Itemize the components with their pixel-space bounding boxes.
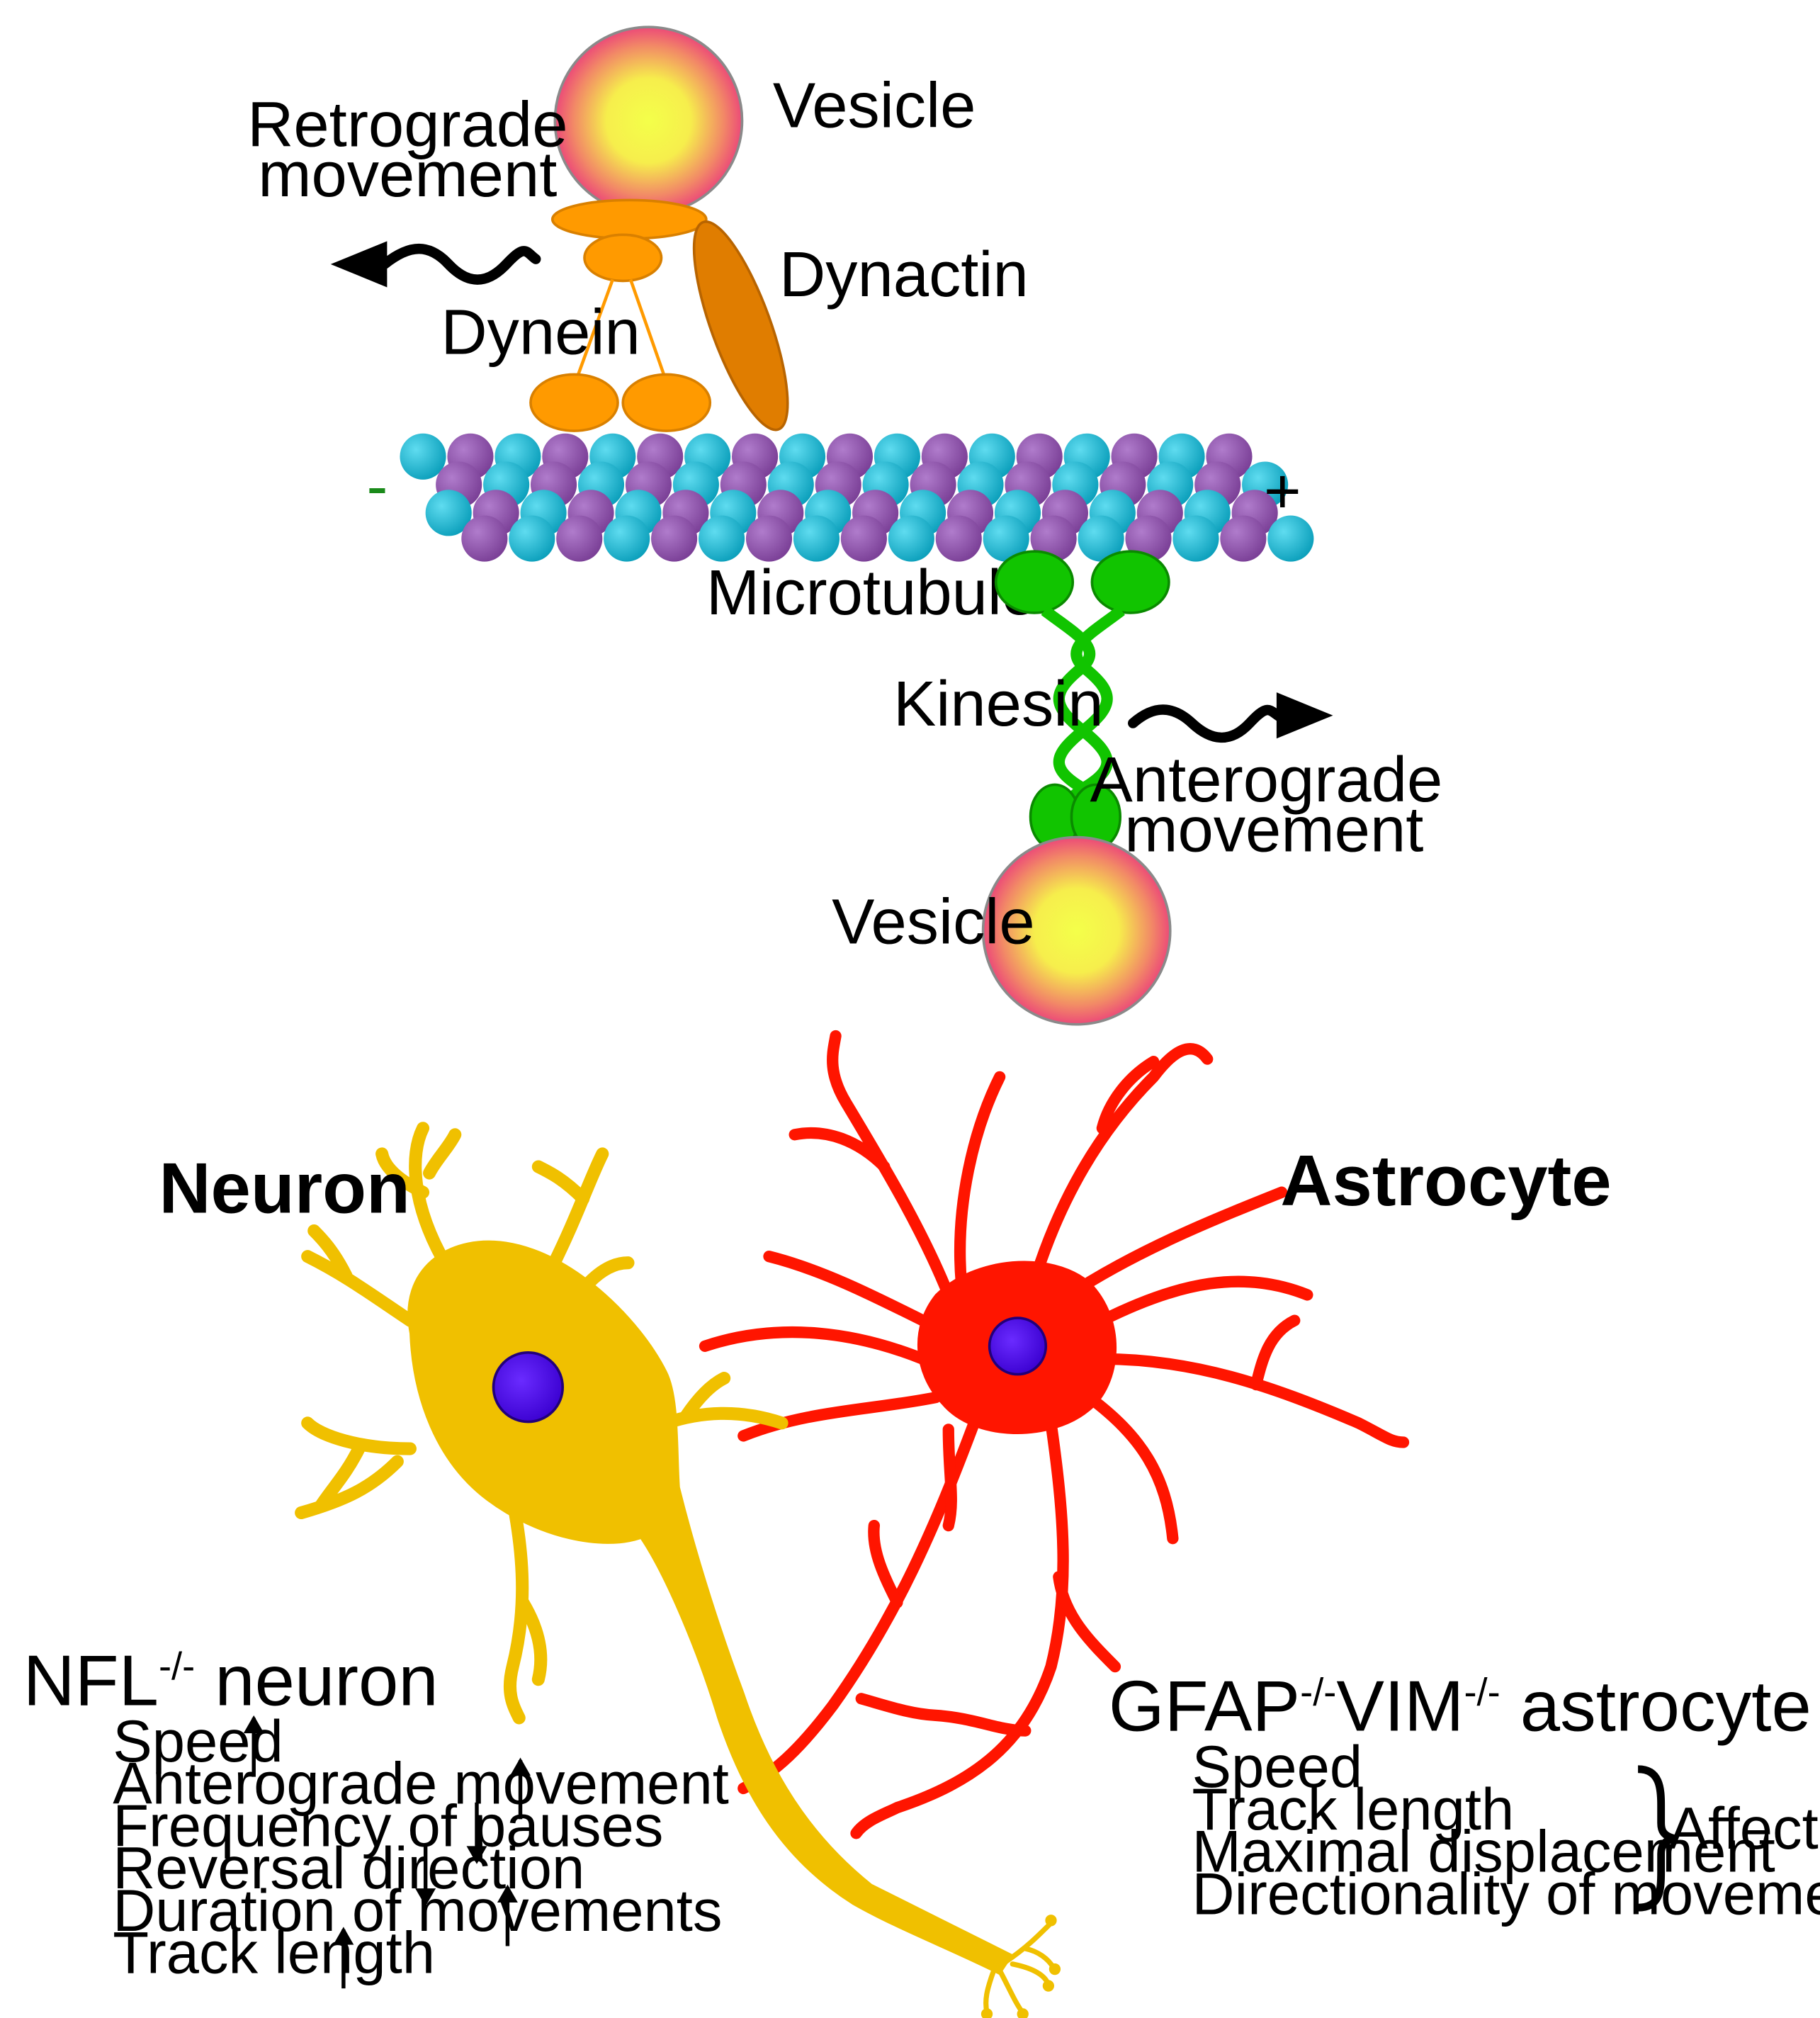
astrocyte-effect-label: Track length [1192, 1776, 1515, 1842]
vesicle-top [553, 26, 744, 216]
neuron-effect-label: Track length [113, 1920, 435, 1985]
neuron-effect-label: Anterograde movement [113, 1751, 729, 1817]
retrograde-arrow-icon [330, 241, 541, 288]
tubulin-subunit [651, 515, 698, 562]
tubulin-subunit [698, 515, 745, 562]
dynein-head-right [621, 373, 712, 432]
tubulin-subunit [1078, 515, 1124, 562]
tubulin-subunit [461, 515, 508, 562]
arrow-up-icon [333, 1927, 354, 1989]
minus-end-label: - [366, 451, 388, 522]
tubulin-subunit [1125, 515, 1172, 562]
dynein-stalk-left [574, 278, 614, 383]
anterograde-arrow-icon [1128, 692, 1333, 743]
dynactin-label: Dynactin [779, 239, 1029, 310]
neuron-panel-title: NFL-/- neuron [23, 1640, 439, 1720]
tubulin-subunit [983, 515, 1029, 562]
neuron-effect-label: Frequency of pauses [113, 1793, 663, 1859]
arrow-up-icon [510, 1757, 531, 1820]
retrograde-label-line1: Retrograde [247, 89, 567, 160]
tubulin-subunit [888, 515, 934, 562]
dynein-stalk-head [583, 233, 663, 283]
vesicle-top-label: Vesicle [773, 69, 976, 141]
kinesin-head-left [994, 550, 1075, 614]
dynein-head-left [529, 373, 619, 432]
tubulin-subunit [1220, 515, 1267, 562]
kinesin-label: Kinesin [893, 668, 1104, 740]
tubulin-subunit [556, 515, 603, 562]
astrocyte-effect-label: Directionality of movements [1192, 1861, 1820, 1927]
neuron-label: Neuron [159, 1149, 410, 1229]
kinesin-motor [994, 550, 1170, 850]
plus-end-label: + [1264, 456, 1301, 527]
astrocyte-effect-label: Maximal displacement [1192, 1819, 1775, 1885]
tubulin-subunit [1267, 515, 1314, 562]
affected-label: Affected [1669, 1796, 1820, 1861]
kinesin-head-right [1090, 550, 1170, 614]
neuron-effect-label: Duration of movements [113, 1878, 722, 1944]
astrocyte-effect-label: Speed [1192, 1734, 1363, 1800]
astrocyte-panel-title: GFAP-/-VIM-/- astrocyte [1109, 1667, 1811, 1747]
dynein-cap [550, 198, 708, 240]
retrograde-label-line2: movement [258, 139, 557, 210]
microtubule-label: Microtubule [706, 557, 1037, 628]
tubulin-subunit [604, 515, 650, 562]
tubulin-subunit [840, 515, 887, 562]
arrow-up-icon [243, 1715, 264, 1777]
tubulin-subunit [1030, 515, 1077, 562]
arrow-down-icon [466, 1802, 487, 1864]
vesicle-bottom [981, 835, 1172, 1026]
tubulin-subunit [793, 515, 840, 562]
astrocyte-label: Astrocyte [1280, 1141, 1611, 1221]
neuron-nucleus [492, 1351, 565, 1424]
dynein-label: Dynein [441, 297, 640, 368]
tubulin-subunit [745, 515, 793, 562]
microtubule [400, 433, 1314, 562]
tubulin-subunit [509, 515, 555, 562]
dynein-stalk-right [628, 278, 668, 383]
anterograde-label-line2: movement [1124, 794, 1423, 865]
anterograde-label-line1: Anterograde [1090, 744, 1443, 816]
astrocyte-nucleus [988, 1317, 1048, 1376]
tubulin-subunit [425, 490, 472, 536]
bracket-icon [1637, 1765, 1675, 1912]
vesicle-bottom-label: Vesicle [832, 886, 1035, 958]
arrow-up-icon [497, 1884, 518, 1946]
dynactin-complex [692, 220, 789, 432]
arrow-down-icon [415, 1844, 436, 1907]
tubulin-subunit [935, 515, 982, 562]
tubulin-subunit [1172, 515, 1219, 562]
tubulin-subunit [400, 433, 446, 480]
neuron-cell [295, 1122, 1061, 2018]
